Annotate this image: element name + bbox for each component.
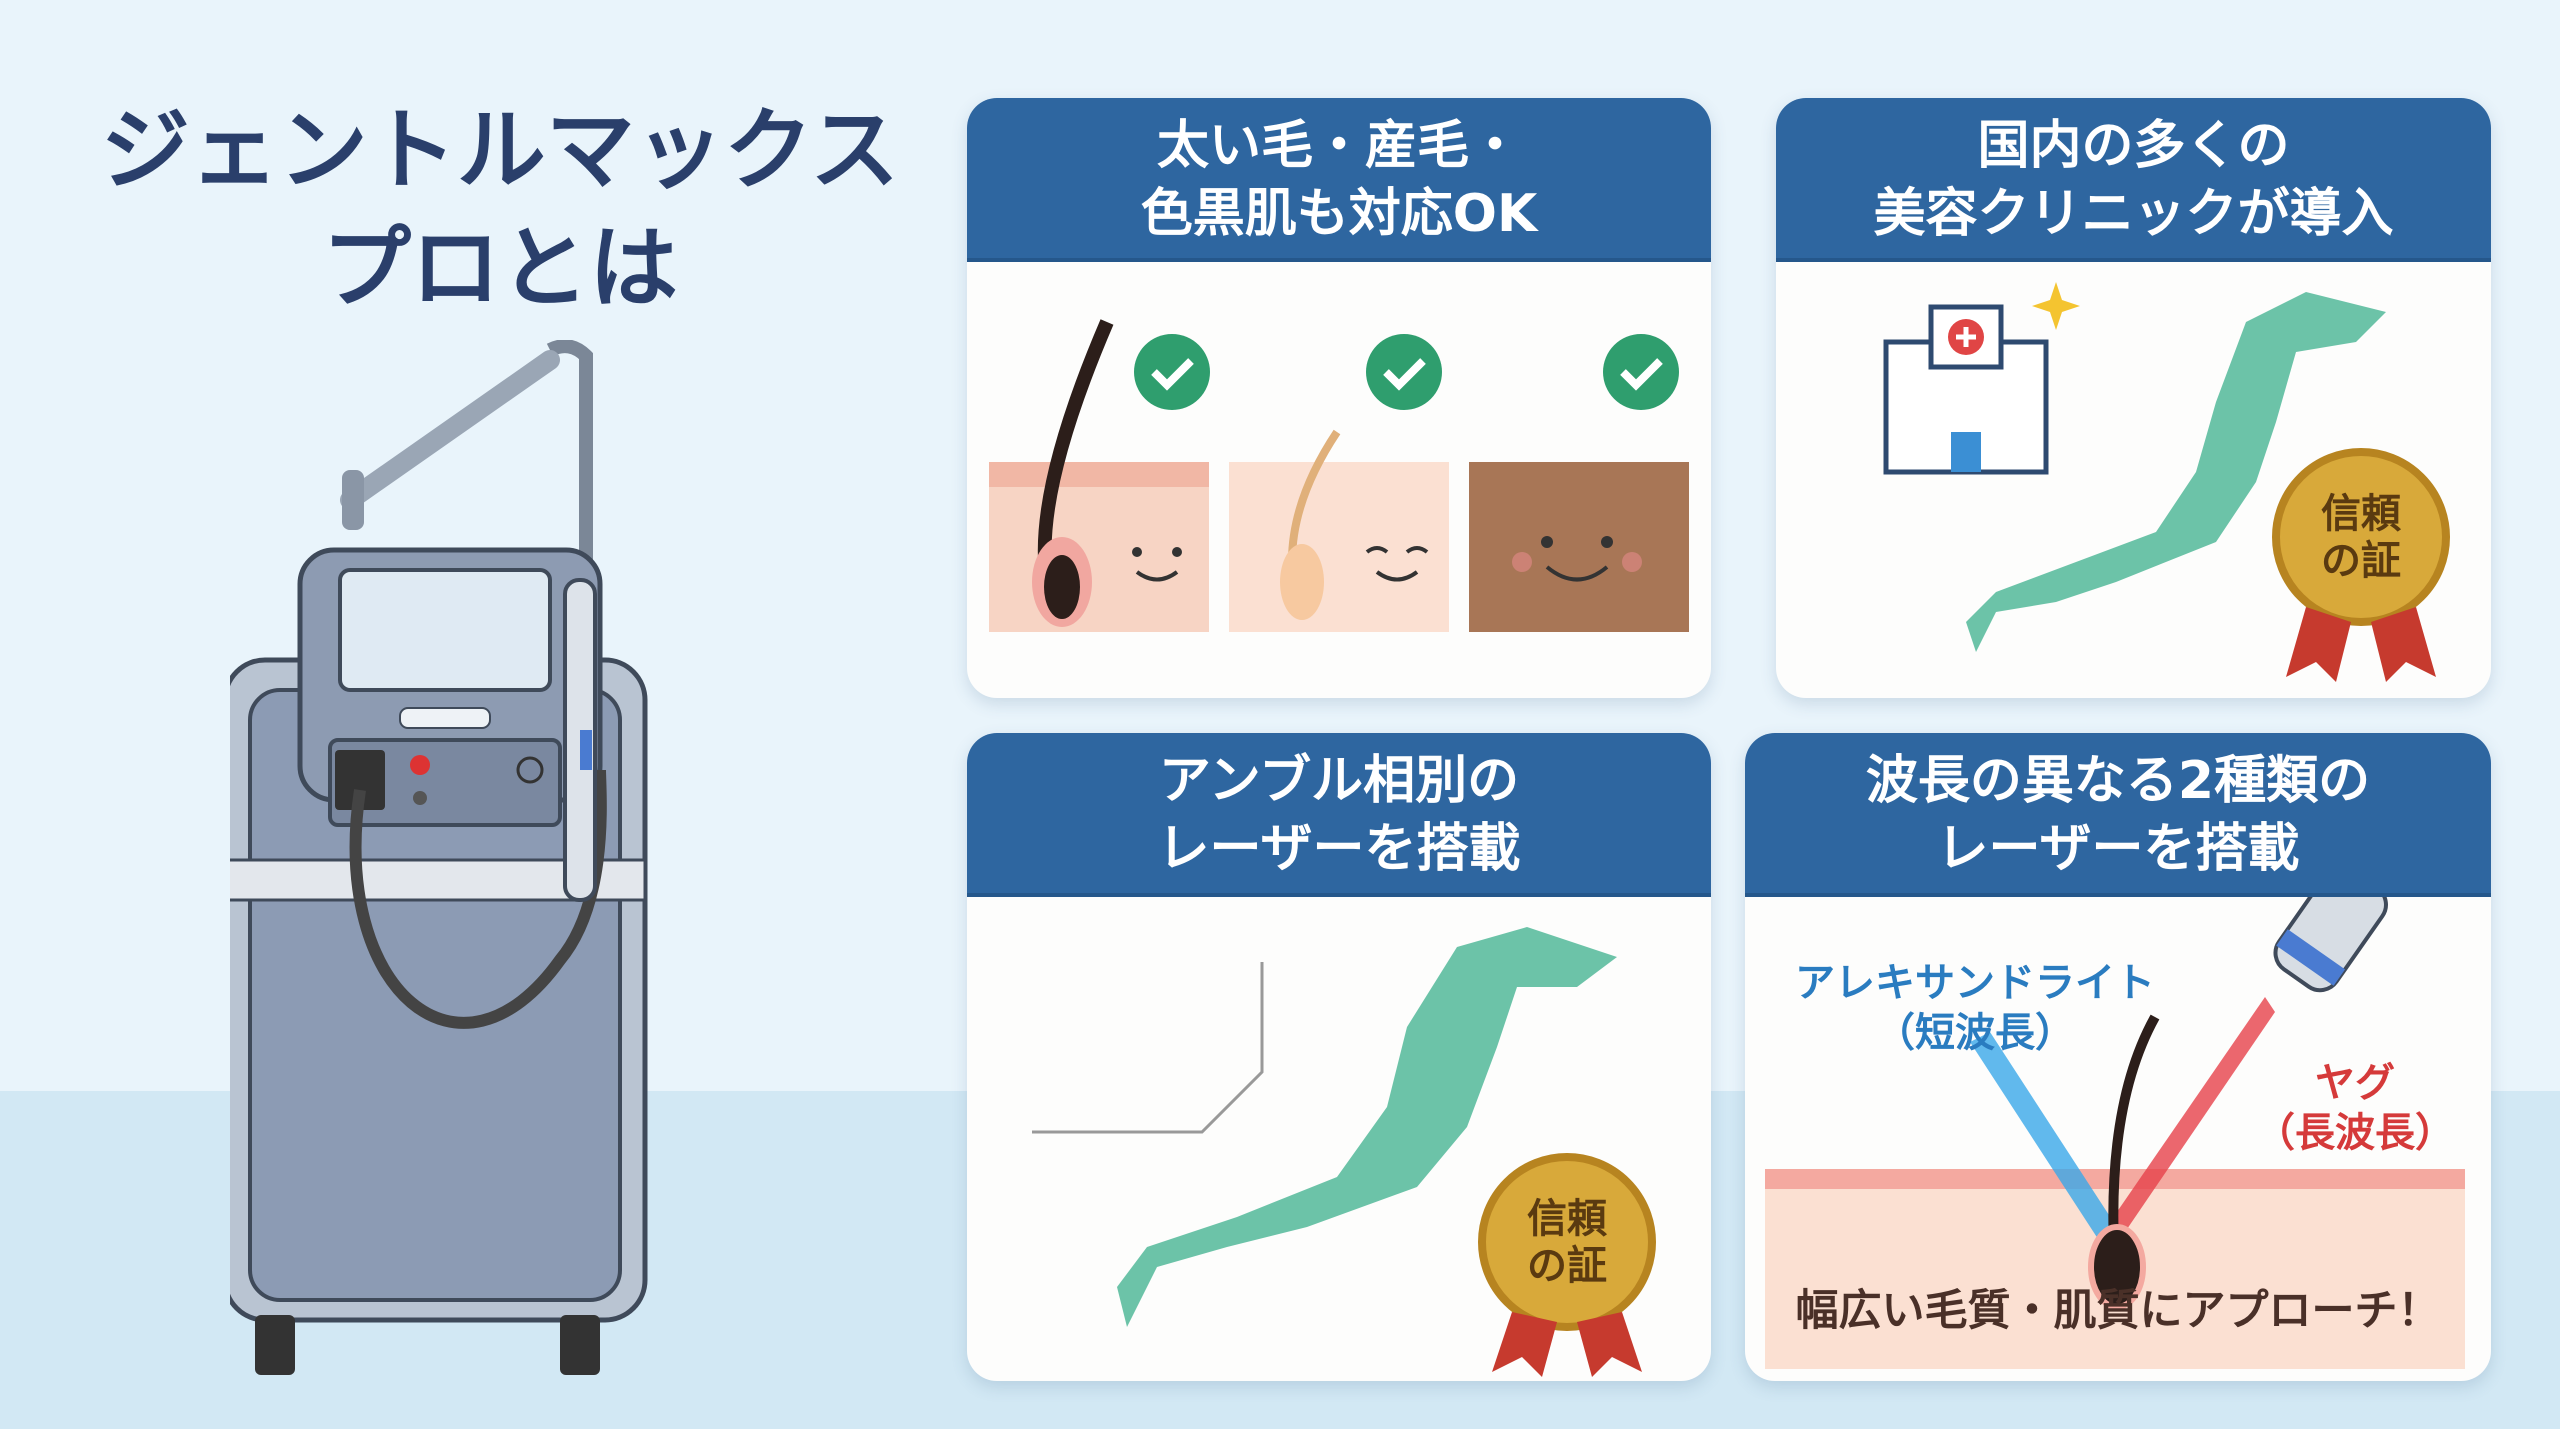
- laser-b-name: ヤグ: [2315, 1060, 2395, 1106]
- heading-line1: 国内の多くの: [1977, 116, 2290, 176]
- seal-text: の証: [2321, 538, 2401, 584]
- heading-line1: 波長の異なる2種類の: [1865, 751, 2371, 811]
- heading-line1: アンブル相別の: [1158, 751, 1520, 811]
- heading-line1: 太い毛・産毛・: [1156, 116, 1521, 176]
- laser-a-wavelength: （短波長）: [1875, 1010, 2075, 1056]
- handpiece-icon: [2273, 897, 2388, 993]
- caption: 幅広い毛質・肌質にアプローチ！: [1795, 1286, 2441, 1336]
- vellus-hair-panel: [1229, 429, 1449, 632]
- laser-wavelength-illustration: [1765, 897, 2465, 1369]
- heading-line2: 美容クリニックが導入: [1873, 184, 2394, 244]
- seal-badge: 信頼 の証: [1478, 1153, 1656, 1377]
- check-icon: [1366, 334, 1442, 410]
- hair-skin-illustration: [989, 319, 1689, 632]
- seal-badge: 信頼 の証: [2272, 448, 2450, 682]
- blue-laser-beam: [1970, 1032, 2120, 1242]
- seal-text: 信頼: [1527, 1196, 1608, 1242]
- seal-text: の証: [1527, 1243, 1607, 1289]
- heading-line2: レーザーを搭載: [1157, 819, 1521, 879]
- japan-map: [1966, 292, 2386, 652]
- red-laser-beam: [2110, 997, 2275, 1232]
- laser-a-name: アレキサンドライト: [1795, 960, 2155, 1006]
- check-icon: [1603, 334, 1679, 410]
- laser-b-wavelength: （長波長）: [2255, 1110, 2455, 1156]
- dark-skin-panel: [1469, 462, 1689, 632]
- card-heading: 波長の異なる2種類の レーザーを搭載: [1745, 733, 2491, 897]
- feature-card-dual-wavelength: 波長の異なる2種類の レーザーを搭載 アレキサンドライト （短波長） ヤグ （長…: [1745, 733, 2491, 1381]
- clinic-map-illustration: 信頼 の証: [1883, 282, 2450, 682]
- feature-card-laser-types: アンブル相別の レーザーを搭載 信頼 の証: [967, 733, 1711, 1381]
- page-title-line1: ジェントルマックス: [100, 98, 900, 202]
- thick-hair-panel: [989, 319, 1209, 632]
- check-icon: [1134, 334, 1210, 410]
- heading-line2: レーザーを搭載: [1936, 819, 2300, 879]
- japan-map: [1117, 927, 1617, 1327]
- card-heading: 太い毛・産毛・ 色黒肌も対応OK: [967, 98, 1711, 262]
- laser-device-illustration: [230, 340, 648, 1375]
- hospital-icon: [1883, 282, 2080, 475]
- feature-card-clinics: 国内の多くの 美容クリニックが導入 信頼 の証: [1776, 98, 2491, 698]
- seal-text: 信頼: [2321, 491, 2402, 537]
- clinic-map-illustration: 信頼 の証: [1032, 927, 1656, 1377]
- heading-line2: 色黒肌も対応OK: [1140, 184, 1538, 244]
- card-heading: アンブル相別の レーザーを搭載: [967, 733, 1711, 897]
- feature-card-hair-skin-types: 太い毛・産毛・ 色黒肌も対応OK: [967, 98, 1711, 698]
- page-title-line2: プロとは: [322, 216, 678, 320]
- card-heading: 国内の多くの 美容クリニックが導入: [1776, 98, 2491, 262]
